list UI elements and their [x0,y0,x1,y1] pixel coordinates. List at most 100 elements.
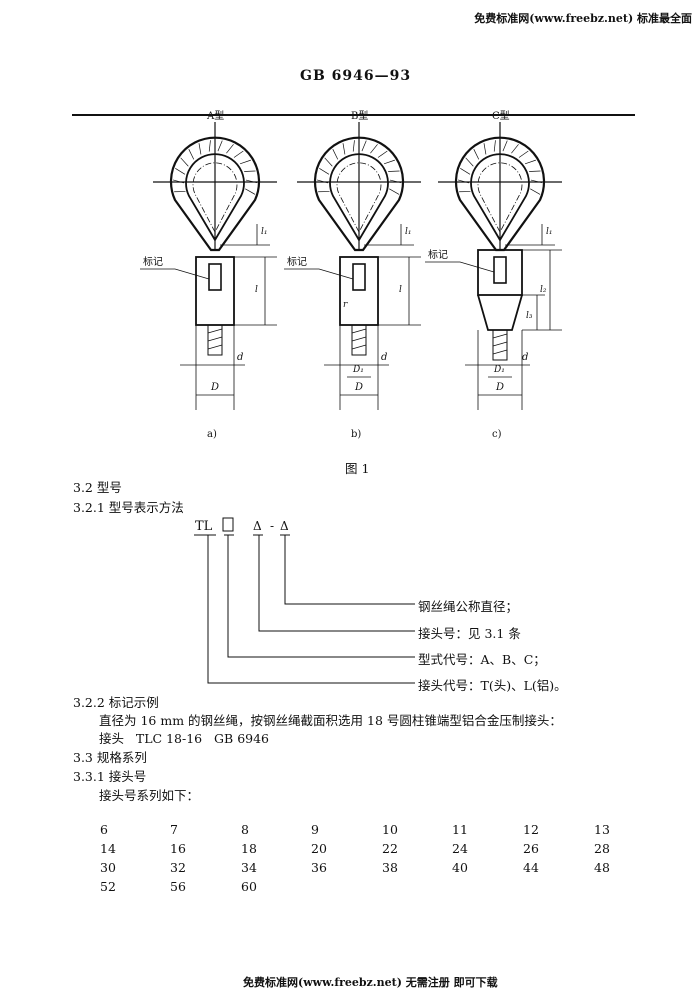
type-box [222,517,234,532]
dim-label-d: d [381,352,387,363]
dim-label-l: l₂ [540,285,547,295]
mark-box [493,256,507,284]
standard-header: GB 6946—93 [300,68,412,84]
rope-loop-inner [470,153,530,242]
strand-hatch [460,168,471,175]
dim-label-D: D [354,382,363,393]
legend-type-code: 型式代号：A、B、C； [418,652,546,667]
thimble-centerline [336,162,382,233]
series-value: 20 [311,841,327,856]
series-value: 38 [382,860,398,875]
panel-sublabel: a) [207,429,217,440]
section-3-3: 3.3 规格系列 [73,750,147,765]
strand-hatch [316,179,329,184]
strand-hatch [389,188,400,195]
dim-label-l1: l₁ [405,227,412,237]
watermark-bottom: 免费标准网(www.freebz.net) 无需注册 即可下载 [243,976,498,989]
strand-hatch [524,159,536,165]
series-value: 16 [170,841,186,856]
series-value: 34 [241,860,257,875]
strand-hatch [518,150,529,158]
strand-hatch [530,179,543,184]
strand-hatch [332,149,339,160]
dim-label-D1: D₁ [493,365,505,375]
strand-hatch [226,144,234,154]
strand-hatch [511,144,519,154]
series-value: 60 [241,879,257,894]
dim-label-D: D [210,382,219,393]
series-value: 26 [523,841,539,856]
strand-hatch [188,149,195,160]
strand-hatch [244,170,256,172]
triangle-size: Δ [253,519,262,533]
series-value: 12 [523,822,539,837]
strand-hatch [370,144,378,154]
legend-joint-code: 接头代号：T(头)、L(铝)。 [418,678,567,693]
thimble-centerline [477,162,523,233]
figure-1-drawing: 标记A型a)l₁lDd标记B型b)l₁lrDdD₁标记C型c)l₁l₂l₃DdD… [140,109,562,440]
series-value: 10 [382,822,398,837]
series-value: 18 [241,841,257,856]
section-3-2-1: 3.2.1 型号表示方法 [73,500,184,515]
joint-panel [140,122,277,410]
series-value: 44 [523,860,539,875]
example-text: 直径为 16 mm 的钢丝绳，按钢丝绳截面积选用 18 号圆柱锥端型铝合金压制接… [99,713,562,728]
rope-loop-outer [313,136,405,252]
strand-hatch [180,157,189,167]
code-prefix: TL [195,519,213,534]
series-value: 22 [382,841,398,856]
series-value: 56 [170,879,186,894]
mark-box [208,263,222,291]
strand-hatch [473,149,480,160]
joint-body [339,256,379,326]
series-value: 13 [594,822,610,837]
rope-end [207,324,223,356]
dim-label-d: d [237,352,243,363]
rope-hatch [351,328,367,350]
joint-panel [425,122,562,410]
dim-label-d: d [522,352,528,363]
mark-box [352,263,366,291]
strand-hatch [377,150,388,158]
series-value: 30 [100,860,116,875]
section-3-2-2: 3.2.2 标记示例 [73,695,159,710]
strand-hatch [465,157,474,167]
strand-hatch [383,159,395,165]
dim-label-l1: l₁ [261,227,268,237]
thimble-centerline [192,162,238,233]
series-intro: 接头号系列如下： [99,788,200,803]
rope-hatch [492,333,508,355]
series-value: 9 [311,822,319,837]
legend-diameter: 钢丝绳公称直径； [418,599,519,614]
joint-body [477,249,523,296]
strand-hatch [493,140,496,152]
dim-label-l1: l₁ [546,227,553,237]
series-value: 14 [100,841,116,856]
rope-loop-inner [185,153,245,242]
strand-hatch [175,168,186,175]
joint-body [195,256,235,326]
legend-joint-number: 接头号：见 3.1 条 [418,626,521,641]
strand-hatch [245,188,256,195]
series-value: 28 [594,841,610,856]
header-rule [72,114,635,116]
rope-loop-outer [169,136,261,252]
type-label: A型 [206,109,224,122]
strand-hatch [239,159,251,165]
panel-sublabel: c) [492,429,502,440]
dim-label-r: r [343,300,348,310]
series-value: 6 [100,822,108,837]
panel-sublabel: b) [351,429,361,440]
strand-hatch [361,140,367,152]
strand-hatch [245,179,258,184]
example-code: 接头 TLC 18-16 GB 6946 [99,731,270,746]
dim-label-D1: D₁ [352,365,364,375]
mark-leader [284,268,354,280]
strand-hatch [502,140,508,152]
rope-loop-inner [329,153,389,242]
series-value: 52 [100,879,116,894]
strand-hatch [208,140,211,152]
strand-hatch [530,188,541,195]
strand-hatch [198,143,202,155]
series-value: 11 [452,822,468,837]
